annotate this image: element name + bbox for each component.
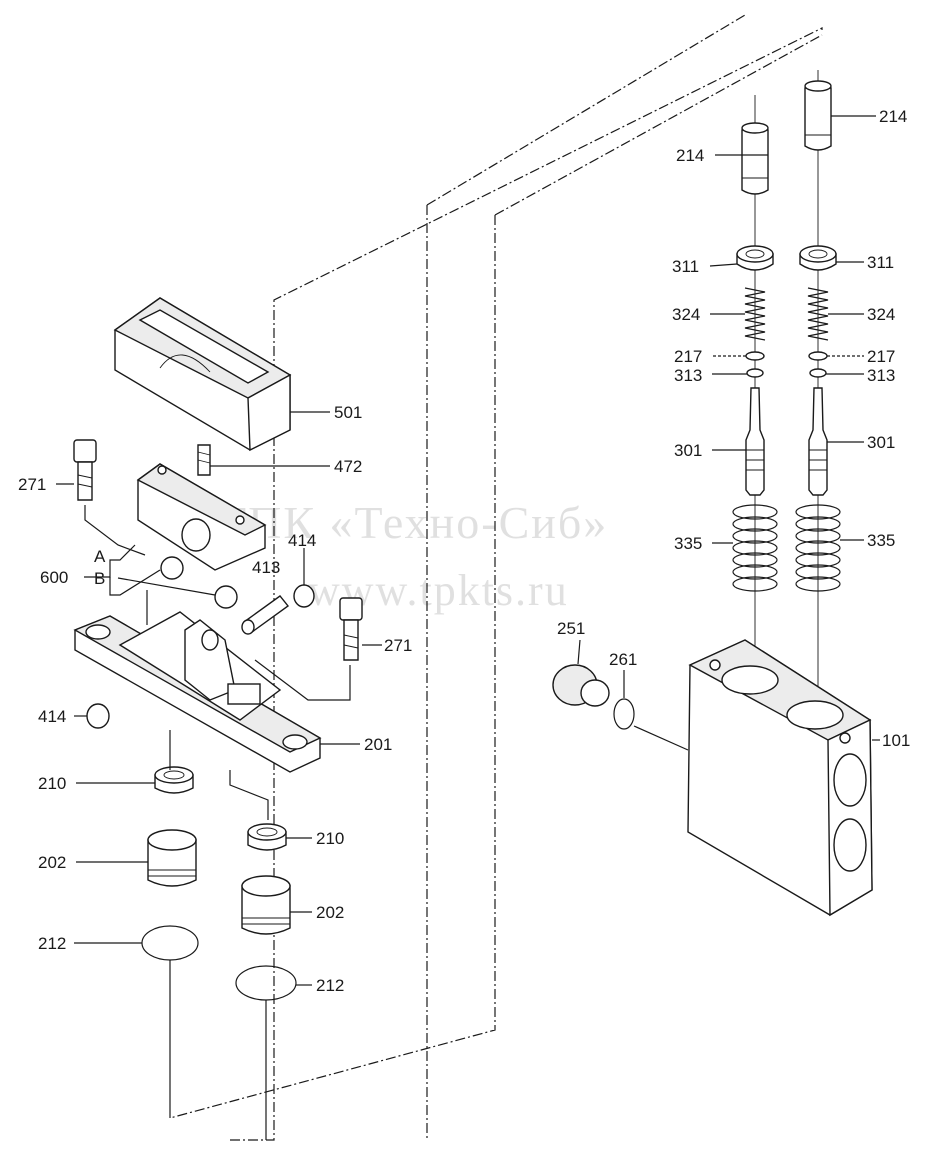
ball-b	[214, 585, 238, 609]
label-413: 413	[252, 558, 280, 577]
label-335-right: 335	[867, 531, 895, 550]
bushing-414-left	[86, 703, 110, 729]
o-ring-212-left	[141, 925, 199, 961]
pusher-214-right	[804, 80, 832, 151]
label-A: A	[94, 547, 106, 566]
section-frame	[169, 14, 823, 1141]
bolt-271-mid	[339, 597, 363, 661]
plug-202-right	[241, 875, 291, 935]
label-217-right: 217	[867, 347, 895, 366]
label-210-right: 210	[316, 829, 344, 848]
label-B: B	[94, 569, 105, 588]
label-214-right: 214	[879, 107, 907, 126]
leader-261-casing	[633, 725, 689, 751]
label-311-right: 311	[867, 253, 894, 272]
leader-lines	[56, 115, 880, 986]
label-214-left: 214	[676, 146, 704, 165]
label-313-right: 313	[867, 366, 895, 385]
bushing-414-top	[293, 584, 315, 608]
pusher-214-left	[741, 122, 769, 195]
o-ring-261	[613, 698, 635, 730]
label-261: 261	[609, 650, 637, 669]
label-313-left: 313	[674, 366, 702, 385]
bolt-271-top	[73, 439, 97, 501]
set-screw-472	[197, 444, 211, 476]
spring-335-left	[732, 504, 778, 592]
watermark-company: ТПК «Техно-Сиб»	[218, 497, 608, 548]
label-251: 251	[557, 619, 585, 638]
label-217-left: 217	[674, 347, 702, 366]
boot-501	[113, 297, 292, 452]
spring-335-right	[795, 504, 841, 592]
spring-324-right	[807, 287, 829, 341]
plug-202-left	[147, 829, 197, 887]
label-324-left: 324	[672, 305, 700, 324]
label-201: 201	[364, 735, 392, 754]
label-212-left: 212	[38, 934, 66, 953]
label-212-right: 212	[316, 976, 344, 995]
washer-217-left	[745, 351, 765, 361]
label-600: 600	[40, 568, 68, 587]
seal-210-right	[247, 823, 287, 851]
label-414-top: 414	[288, 531, 316, 550]
label-414-left: 414	[38, 707, 66, 726]
label-501: 501	[334, 403, 362, 422]
seal-210-left	[154, 766, 194, 794]
label-271-top: 271	[18, 475, 46, 494]
assembly-lines	[84, 505, 351, 1140]
pin-413	[241, 595, 290, 635]
label-210-left: 210	[38, 774, 66, 793]
label-101: 101	[882, 731, 910, 750]
spring-324-left	[744, 287, 766, 341]
spool-301-left	[745, 387, 765, 496]
washer-313-left	[746, 368, 764, 378]
label-472: 472	[334, 457, 362, 476]
label-311-left: 311	[672, 257, 699, 276]
cam-plate	[136, 463, 267, 571]
label-202-right: 202	[316, 903, 344, 922]
washer-217-right	[808, 351, 828, 361]
plate-201	[73, 611, 322, 773]
seat-311-right	[799, 245, 837, 271]
label-202-left: 202	[38, 853, 66, 872]
label-301-left: 301	[674, 441, 702, 460]
washer-313-right	[809, 368, 827, 378]
seat-311-left	[736, 245, 774, 271]
casing-101	[687, 639, 873, 917]
label-335-left: 335	[674, 534, 702, 553]
ball-a	[160, 556, 184, 580]
label-301-right: 301	[867, 433, 895, 452]
label-324-right: 324	[867, 305, 895, 324]
plug-251	[552, 664, 610, 707]
label-271-mid: 271	[384, 636, 412, 655]
part-labels: 214 214 311 311 324 324 217 217 313 313 …	[18, 107, 910, 995]
spool-301-right	[808, 387, 828, 496]
o-ring-212-right	[235, 965, 297, 1001]
